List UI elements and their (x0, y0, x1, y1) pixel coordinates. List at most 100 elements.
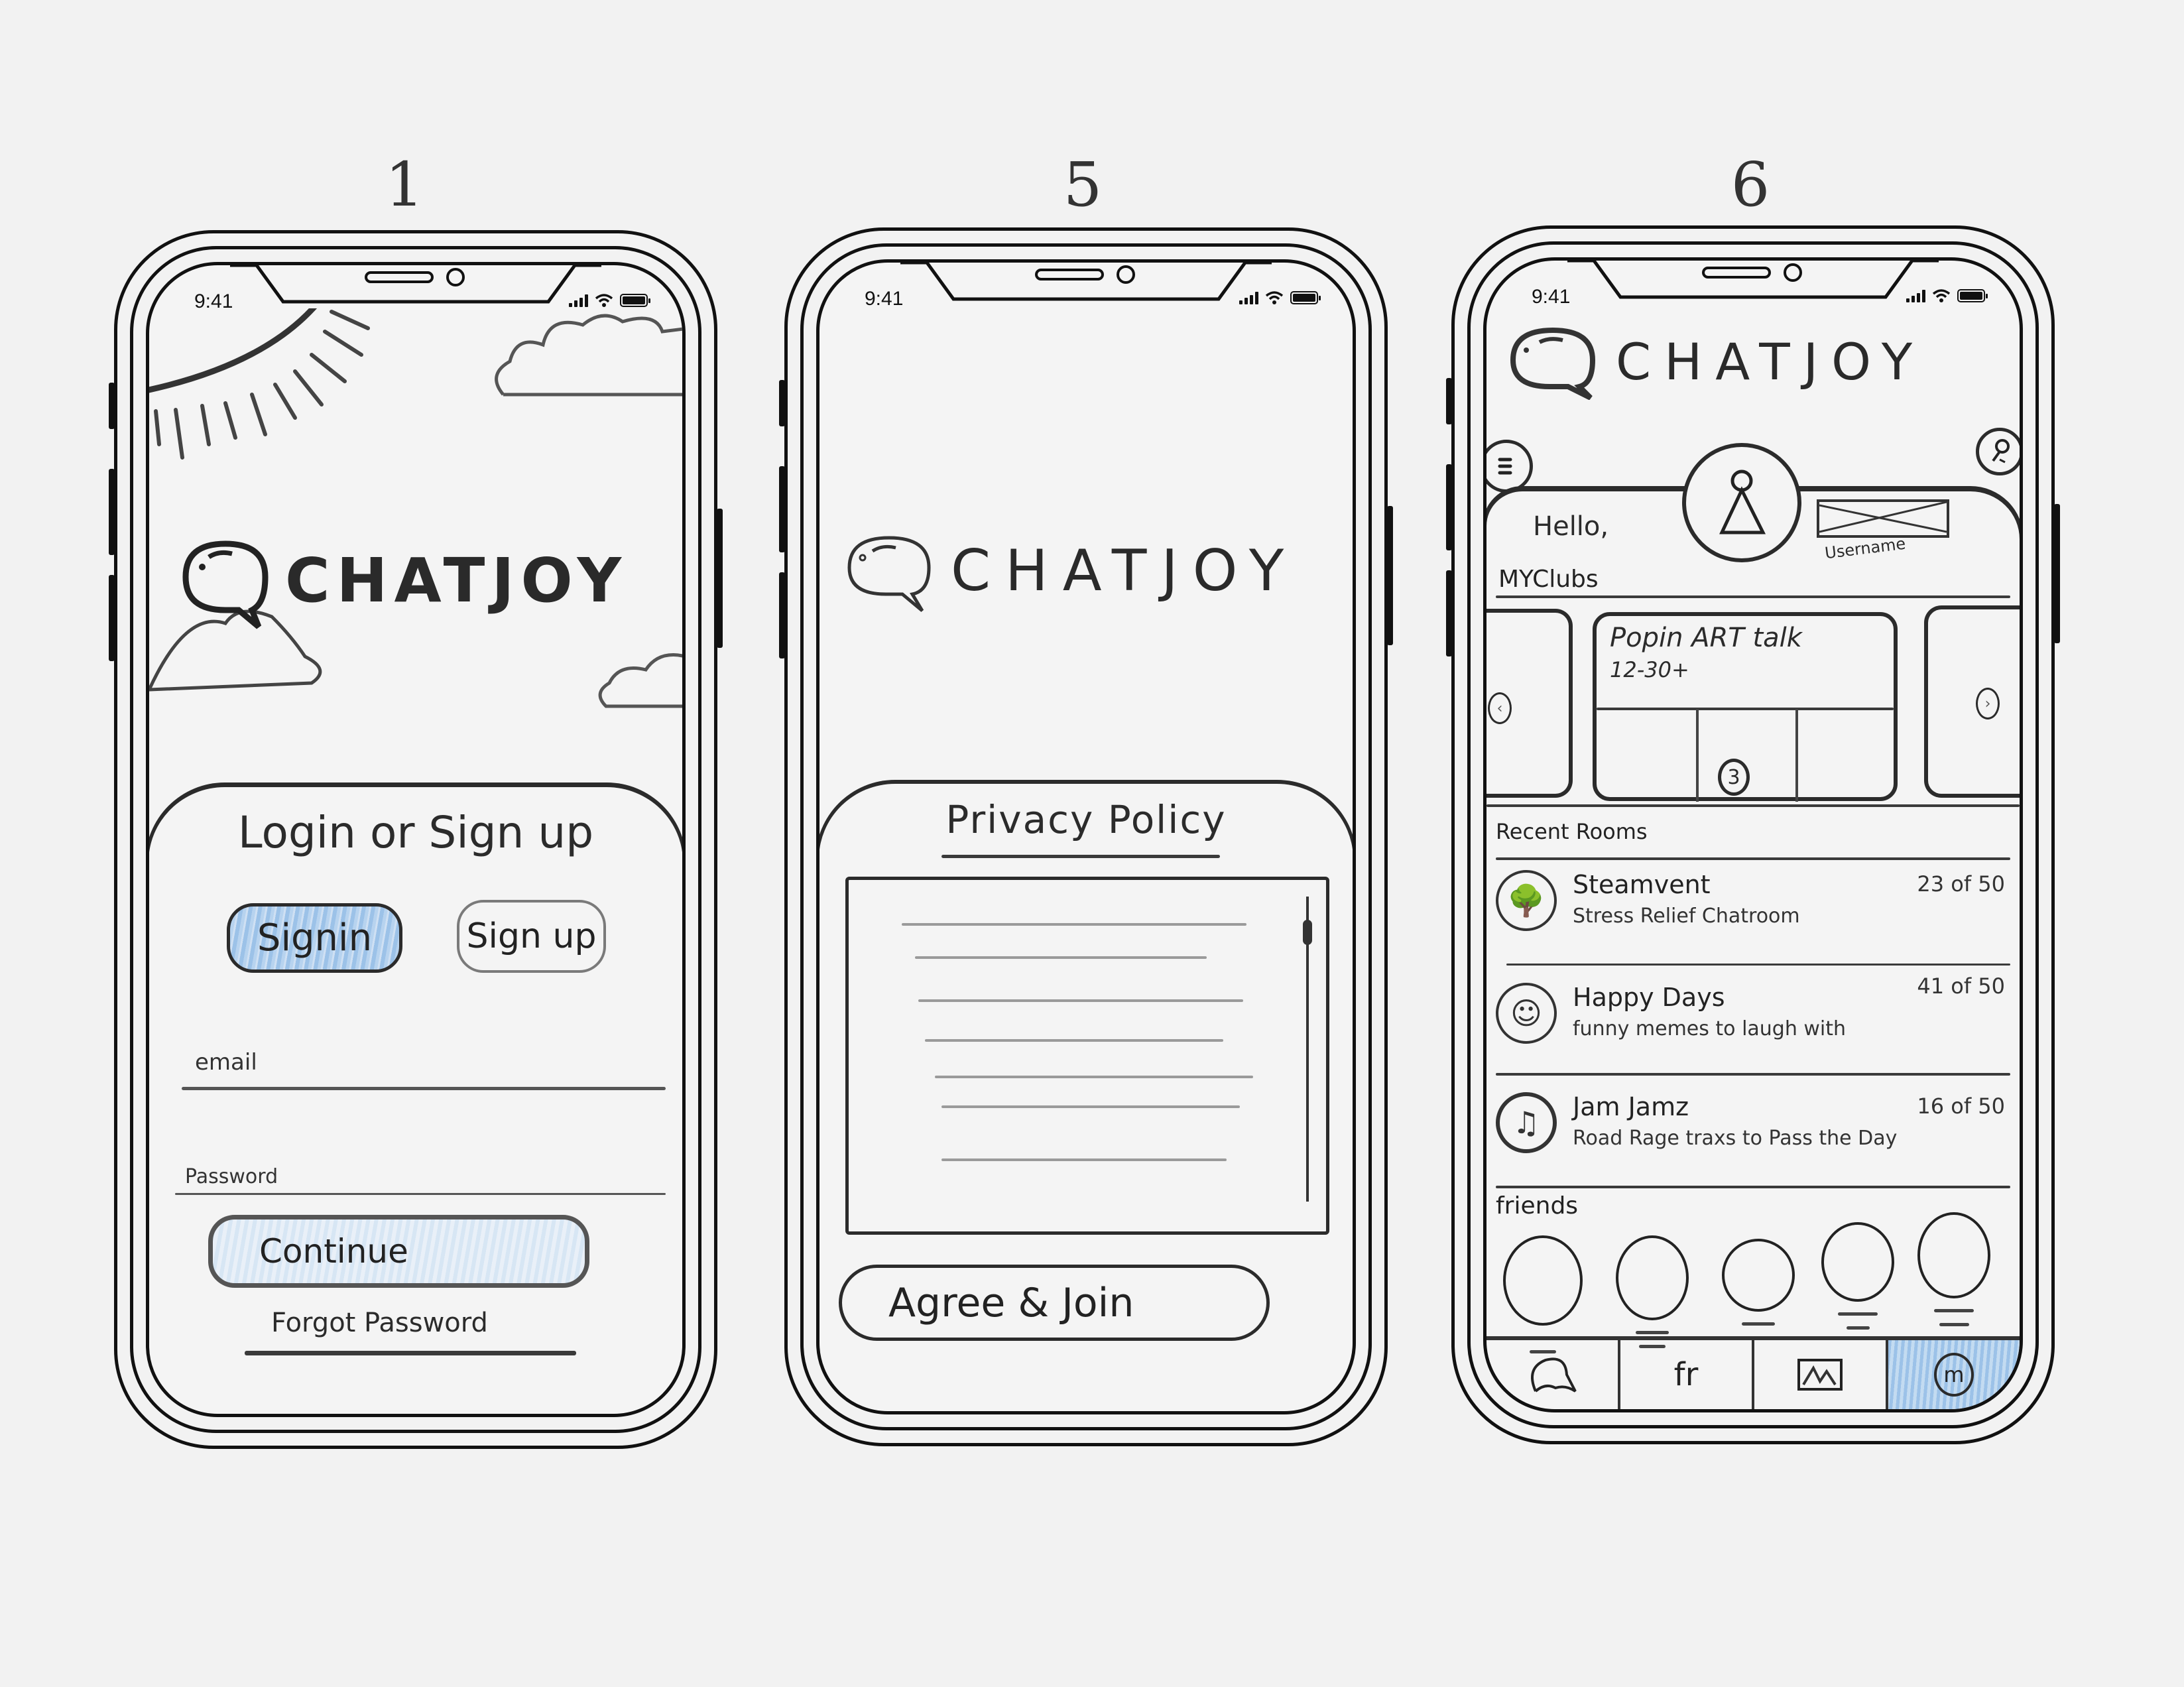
signin-button[interactable]: Signin (227, 903, 402, 973)
carousel-next-button[interactable]: › (1976, 688, 2000, 719)
row-divider (1506, 964, 2010, 966)
room-row[interactable]: ☺ Happy Days funny memes to laugh with 4… (1486, 973, 2020, 1073)
username-label: Username (1823, 534, 1907, 563)
notch (1567, 261, 1939, 304)
signup-button[interactable]: Sign up (457, 900, 606, 973)
email-underline (182, 1087, 666, 1090)
chatjoy-logo: CHATJOY (179, 531, 628, 630)
frame-number: 1 (385, 149, 424, 220)
login-card: Login or Sign up Signin Sign up email Pa… (149, 782, 682, 1414)
tab-gallery[interactable] (1754, 1340, 1888, 1409)
room-desc: Stress Relief Chatroom (1573, 905, 1800, 928)
battery-icon (620, 294, 650, 307)
text-line (902, 923, 1246, 926)
room-name: Jam Jamz (1573, 1092, 1689, 1121)
cloud-icon (149, 609, 322, 692)
club-age: 12-30+ (1610, 657, 1689, 682)
friend-avatar[interactable] (1917, 1212, 1990, 1326)
me-icon-label: m (1943, 1362, 1965, 1387)
tab-friends[interactable]: fr (1620, 1340, 1754, 1409)
my-clubs-label: MYClubs (1498, 566, 1599, 593)
frame-number: 5 (1063, 149, 1103, 220)
club-title: Popin ART talk (1610, 623, 1802, 653)
side-button (109, 575, 115, 661)
music-note-icon: ♫ (1496, 1092, 1557, 1153)
tab-chats[interactable] (1486, 1340, 1620, 1409)
agree-join-button[interactable]: Agree & Join (839, 1265, 1270, 1341)
password-input[interactable] (175, 1152, 666, 1198)
room-desc: Road Rage traxs to Pass the Day (1573, 1127, 1898, 1150)
side-button (779, 572, 785, 658)
battery-icon (1957, 289, 1988, 302)
menu-icon (1498, 458, 1512, 475)
username-placeholder (1817, 499, 1949, 538)
person-icon (1719, 469, 1766, 534)
tab-me[interactable]: m (1888, 1340, 2020, 1409)
chatjoy-logo: CHATJOY (846, 528, 1298, 614)
scrollbar-thumb[interactable] (1303, 920, 1312, 945)
policy-title: Privacy Policy (945, 797, 1227, 842)
text-line (935, 1076, 1253, 1078)
continue-button[interactable]: Continue (208, 1215, 589, 1288)
club-grid-line (1696, 709, 1699, 802)
status-time: 9:41 (194, 290, 233, 312)
friend-avatar[interactable] (1616, 1235, 1689, 1348)
logo-text: CHATJOY (951, 538, 1299, 604)
password-label: Password (185, 1165, 278, 1188)
side-button (779, 466, 785, 552)
password-underline (175, 1193, 666, 1195)
status-icons (569, 293, 650, 308)
signal-icon (1906, 289, 1925, 302)
search-button[interactable] (1976, 428, 2020, 475)
carousel-prev-button[interactable]: ‹ (1488, 692, 1512, 724)
side-button (717, 509, 723, 648)
home-indicator (245, 1351, 576, 1355)
wifi-icon (1932, 289, 1951, 302)
club-card-prev[interactable]: ‹ (1486, 609, 1573, 798)
forgot-password-link[interactable]: Forgot Password (271, 1308, 488, 1338)
scrollbar-track[interactable] (1306, 897, 1309, 1202)
row-divider (1496, 1073, 2010, 1076)
search-icon (1992, 439, 2010, 464)
section-divider (1496, 1186, 2010, 1188)
side-button (1387, 506, 1393, 645)
room-count: 16 of 50 (1917, 1093, 2005, 1119)
screen-home: 9:41 CHATJOY Hello, Usern (1483, 257, 2023, 1412)
room-count: 23 of 50 (1917, 871, 2005, 897)
sun-icon (149, 296, 370, 460)
room-row[interactable]: ♫ Jam Jamz Road Rage traxs to Pass the D… (1486, 1083, 2020, 1182)
room-row[interactable]: 🌳 Steamvent Stress Relief Chatroom 23 of… (1486, 861, 2020, 960)
title-underline (941, 855, 1220, 858)
chat-bubble-logo-icon (847, 536, 931, 612)
privacy-card: Privacy Policy Agree & Join (819, 780, 1353, 1411)
email-label: email (195, 1049, 257, 1076)
card-title: Login or Sign up (237, 807, 594, 858)
policy-text-area[interactable] (845, 877, 1329, 1235)
club-card[interactable]: Popin ART talk 12-30+ 3 (1593, 612, 1898, 802)
menu-button[interactable] (1486, 440, 1533, 493)
chevron-right-icon: › (1984, 695, 1991, 712)
email-input[interactable] (182, 1036, 666, 1089)
friend-avatar[interactable] (1821, 1222, 1894, 1330)
room-name: Happy Days (1573, 983, 1725, 1012)
phone-frame-login: 9:41 (109, 230, 723, 1449)
chatjoy-logo: CHATJOY (1510, 324, 1925, 400)
text-line (915, 956, 1207, 959)
room-name: Steamvent (1573, 870, 1711, 899)
friend-avatar[interactable] (1722, 1239, 1795, 1340)
frame-number: 6 (1730, 149, 1770, 220)
member-count-badge: 3 (1718, 759, 1750, 796)
club-card-next[interactable]: › (1924, 605, 2020, 798)
section-divider (1496, 595, 2010, 598)
phone-frame-home: 9:41 CHATJOY Hello, Usern (1446, 225, 2060, 1444)
side-button (1446, 464, 1452, 550)
chevron-left-icon: ‹ (1496, 700, 1503, 717)
text-line (925, 1039, 1223, 1042)
chat-bubble-logo-icon (1510, 327, 1596, 400)
section-divider (1486, 804, 2020, 807)
tab-bar: fr m (1486, 1336, 2020, 1409)
side-button (1446, 570, 1452, 656)
signal-icon (1239, 291, 1258, 304)
avatar[interactable] (1682, 443, 1801, 562)
cloud-icon (495, 314, 682, 397)
